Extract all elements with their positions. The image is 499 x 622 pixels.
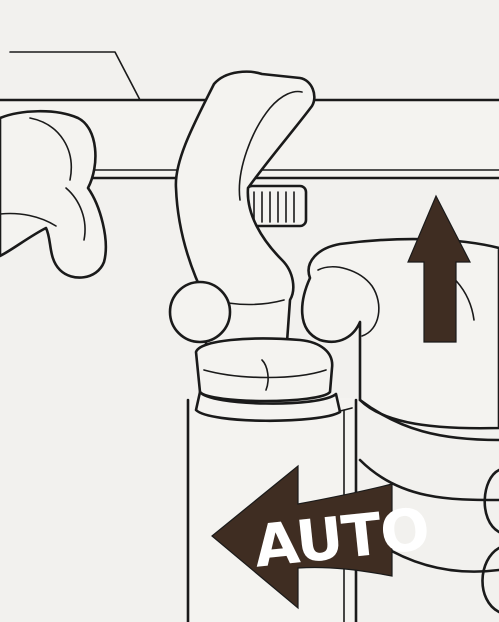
hand-left-icon xyxy=(0,111,106,277)
canister-collar xyxy=(196,339,340,421)
background-edge-line xyxy=(10,52,140,100)
